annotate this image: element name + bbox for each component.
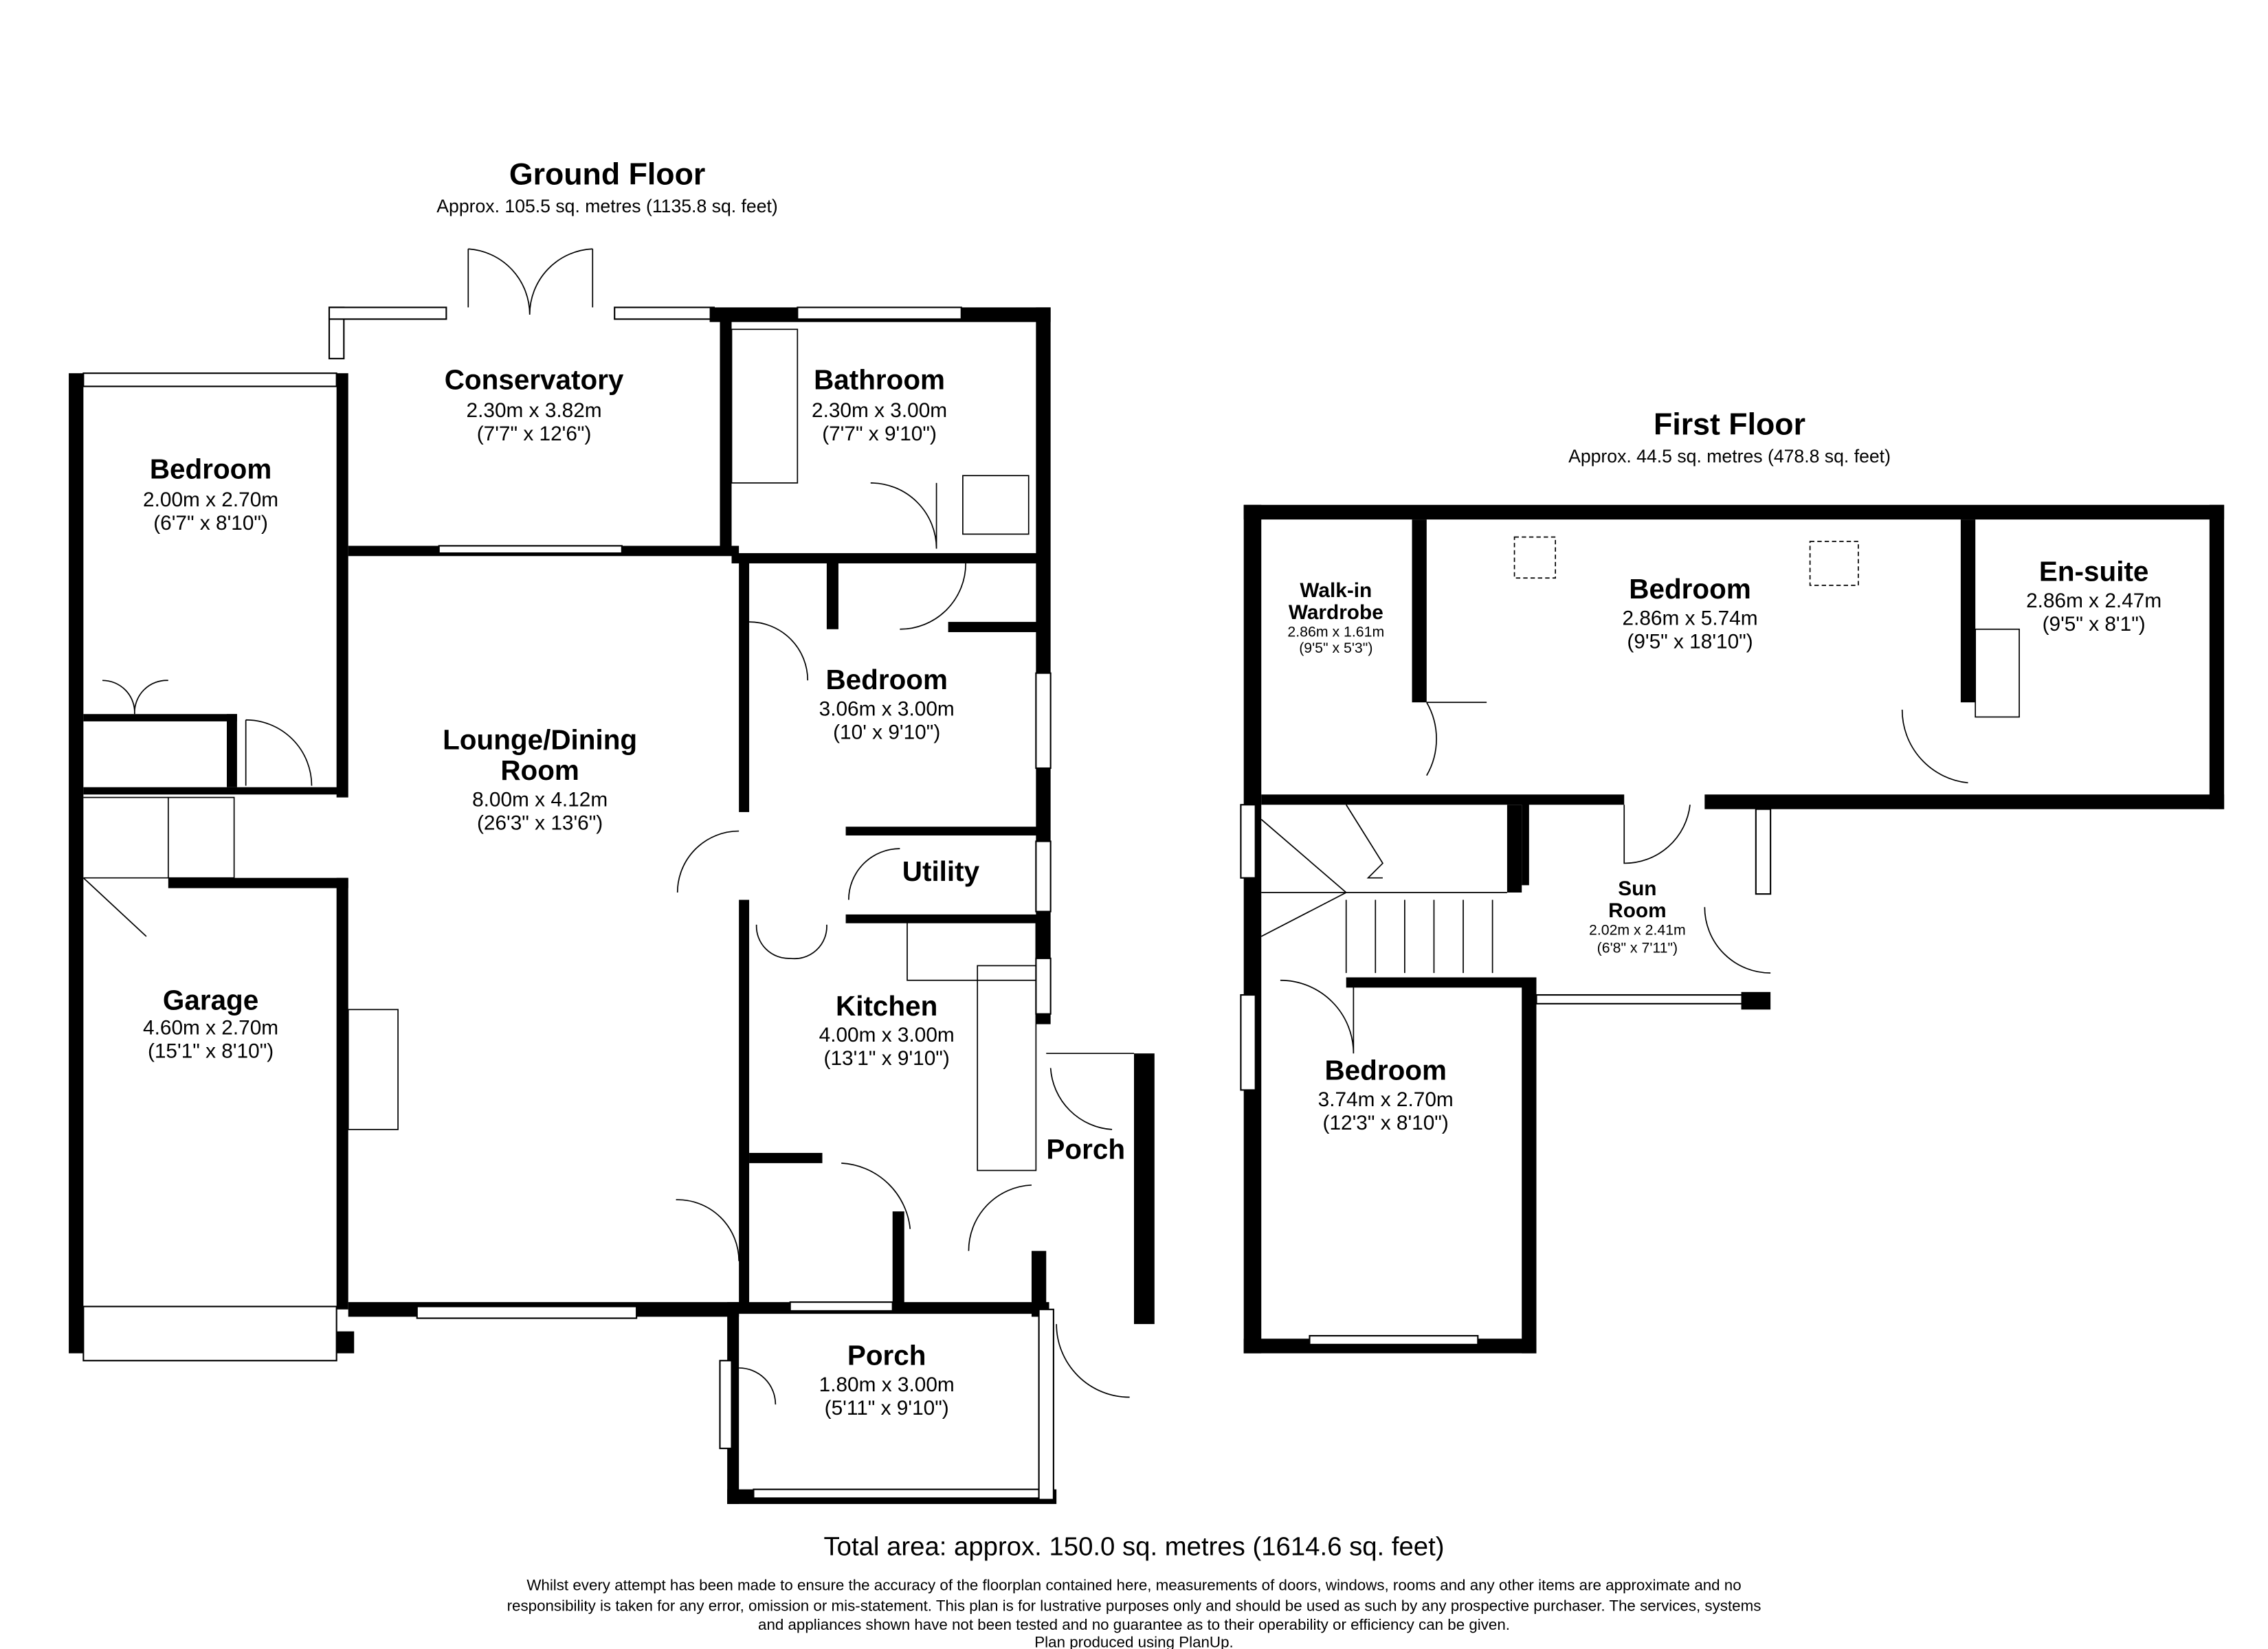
room-imperial: (9'5" x 18'10") (1627, 630, 1753, 653)
room-name: En-suite (2039, 556, 2149, 587)
room-metric: 2.86m x 2.47m (2026, 590, 2161, 612)
room-bathroom: Bathroom 2.30m x 3.00m (7'7" x 9'10") (812, 364, 947, 446)
disclaimer-line: and appliances shown have not been teste… (758, 1616, 1510, 1633)
room-imperial: (5'11" x 9'10") (825, 1397, 949, 1420)
room-metric: 2.02m x 2.41m (1589, 922, 1686, 939)
room-metric: 3.74m x 2.70m (1318, 1088, 1454, 1111)
room-name: Kitchen (836, 990, 937, 1022)
total-area: Total area: approx. 150.0 sq. metres (16… (824, 1532, 1445, 1561)
room-imperial: (6'7" x 8'10") (153, 512, 268, 535)
ground-floor-title: Ground Floor (509, 158, 705, 192)
first-floor-area: Approx. 44.5 sq. metres (478.8 sq. feet) (1568, 446, 1891, 467)
ground-floor-walls (69, 248, 1155, 1504)
room-porch-front: Porch 1.80m x 3.00m (5'11" x 9'10") (819, 1340, 955, 1420)
room-metric: 3.06m x 3.00m (819, 697, 955, 720)
room-imperial: (9'5" x 8'1") (2043, 613, 2146, 636)
room-name-line1: Lounge/Dining (443, 723, 637, 755)
room-lounge-dining: Lounge/Dining Room 8.00m x 4.12m (26'3" … (443, 723, 637, 834)
room-name: Porch (1046, 1133, 1125, 1165)
room-metric: 8.00m x 4.12m (472, 788, 608, 811)
room-imperial: (12'3" x 8'10") (1323, 1112, 1449, 1134)
room-name-line1: Sun (1618, 877, 1656, 900)
room-imperial: (10' x 9'10") (833, 721, 940, 743)
room-metric: 2.30m x 3.82m (467, 399, 602, 422)
room-name: Bedroom (825, 664, 948, 695)
first-floor-walls (1240, 504, 2225, 1354)
room-bedroom-4: Bedroom 3.74m x 2.70m (12'3" x 8'10") (1318, 1055, 1454, 1134)
room-bedroom-2: Bedroom 3.06m x 3.00m (10' x 9'10") (819, 664, 955, 743)
room-metric: 1.80m x 3.00m (819, 1373, 955, 1396)
room-conservatory: Conservatory 2.30m x 3.82m (7'7" x 12'6"… (445, 364, 624, 446)
room-sun-room: Sun Room 2.02m x 2.41m (6'8" x 7'11") (1589, 877, 1686, 956)
room-imperial: (9'5" x 5'3") (1299, 640, 1372, 656)
room-metric: 2.86m x 5.74m (1622, 607, 1757, 629)
room-metric: 2.86m x 1.61m (1287, 623, 1384, 640)
room-en-suite: En-suite 2.86m x 2.47m (9'5" x 8'1") (2026, 556, 2161, 636)
room-imperial: (26'3" x 13'6") (477, 811, 603, 834)
room-name-line1: Walk-in (1300, 579, 1372, 602)
room-imperial: (13'1" x 9'10") (824, 1047, 950, 1070)
room-name: Utility (902, 855, 980, 887)
room-garage: Garage 4.60m x 2.70m (15'1" x 8'10") (143, 984, 278, 1062)
room-metric: 2.30m x 3.00m (812, 399, 947, 422)
room-name: Porch (847, 1340, 926, 1371)
room-name: Bathroom (814, 364, 945, 396)
room-name: Bedroom (1629, 573, 1751, 605)
room-bedroom-1: Bedroom 2.00m x 2.70m (6'7" x 8'10") (143, 453, 278, 535)
disclaimer-line: responsibility is taken for any error, o… (507, 1597, 1761, 1614)
room-name: Bedroom (150, 453, 272, 484)
first-floor-title: First Floor (1654, 408, 1805, 442)
room-metric: 4.60m x 2.70m (143, 1017, 278, 1040)
room-name-line2: Room (1608, 899, 1666, 922)
plan-credit: Plan produced using PlanUp. (1034, 1634, 1233, 1649)
room-utility: Utility (902, 855, 980, 887)
room-metric: 2.00m x 2.70m (143, 489, 278, 511)
room-name: Garage (163, 984, 258, 1016)
room-name-line2: Wardrobe (1289, 601, 1383, 624)
room-name: Bedroom (1324, 1055, 1447, 1086)
room-porch-side: Porch (1046, 1133, 1125, 1165)
room-walk-in-wardrobe: Walk-in Wardrobe 2.86m x 1.61m (9'5" x 5… (1287, 579, 1384, 656)
room-kitchen: Kitchen 4.00m x 3.00m (13'1" x 9'10") (819, 990, 955, 1070)
room-imperial: (6'8" x 7'11") (1597, 939, 1678, 956)
room-imperial: (7'7" x 12'6") (477, 423, 592, 445)
room-imperial: (7'7" x 9'10") (822, 423, 937, 445)
room-metric: 4.00m x 3.00m (819, 1024, 955, 1046)
room-name-line2: Room (500, 754, 579, 786)
ground-floor-area: Approx. 105.5 sq. metres (1135.8 sq. fee… (436, 196, 777, 216)
room-bedroom-3: Bedroom 2.86m x 5.74m (9'5" x 18'10") (1622, 573, 1757, 653)
room-imperial: (15'1" x 8'10") (148, 1040, 274, 1063)
room-name: Conservatory (445, 364, 624, 396)
disclaimer-line: Whilst every attempt has been made to en… (526, 1577, 1741, 1594)
